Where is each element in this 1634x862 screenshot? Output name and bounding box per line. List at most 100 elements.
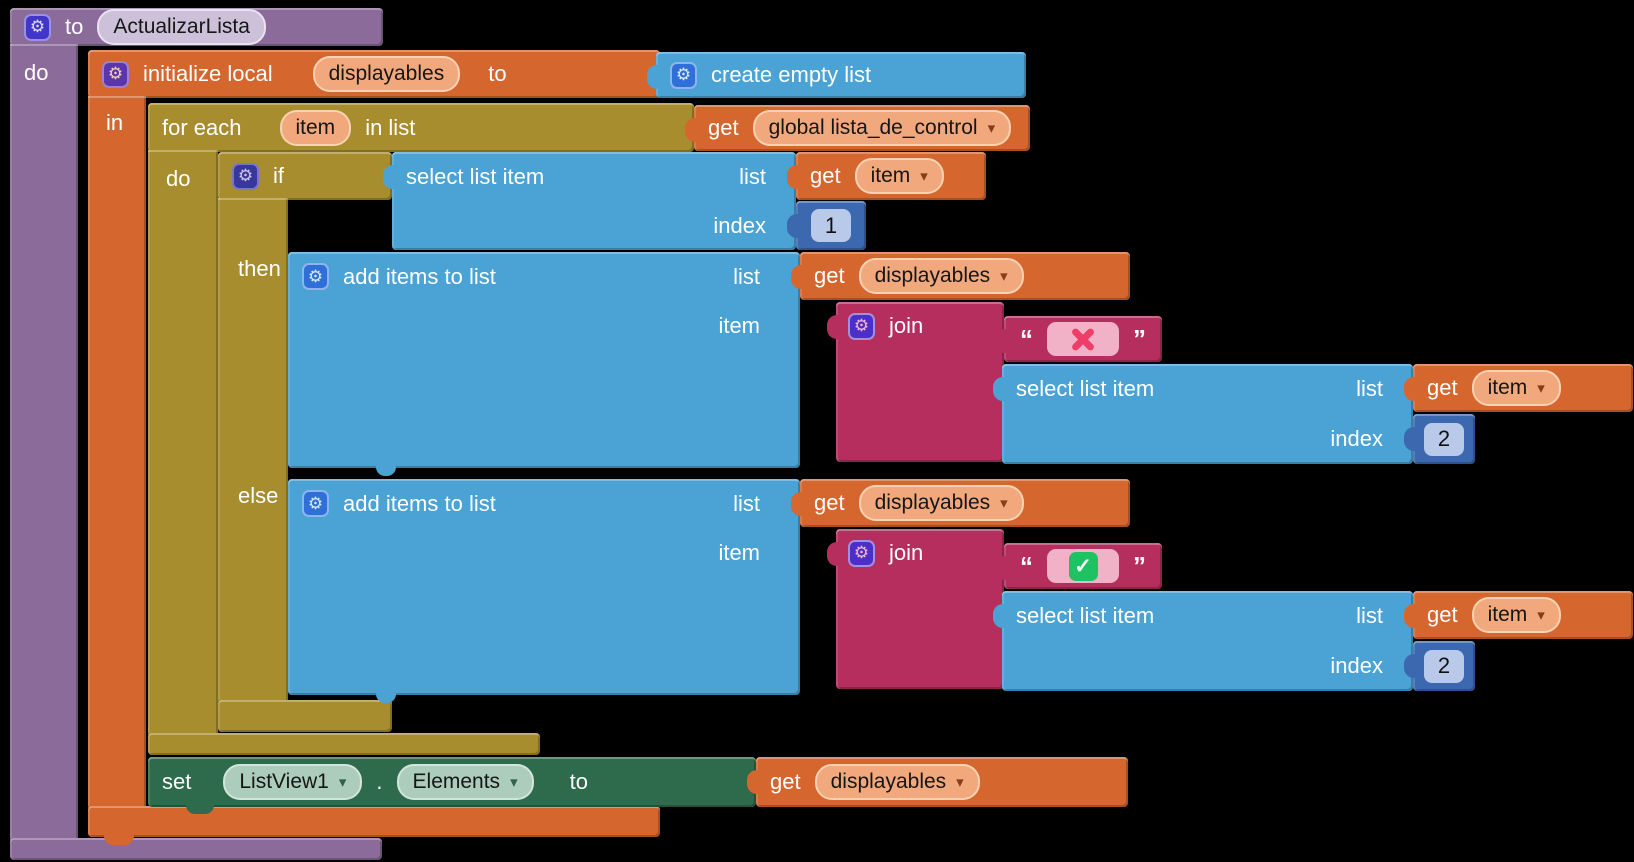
to-keyword: to [65,14,84,39]
component-value: ListView1 [239,770,329,793]
dropdown-arrow-icon: ▾ [510,774,518,791]
add-items-to-list-block[interactable]: ⚙ add items to list list item [288,252,800,468]
variable-dropdown[interactable]: displayables ▾ [814,764,980,800]
property-value: Elements [412,770,501,793]
text-field[interactable] [1047,322,1119,356]
procedure-name-field[interactable]: ActualizarLista [97,9,266,45]
mutator-gear-icon[interactable]: ⚙ [232,162,259,190]
mutator-gear-icon[interactable]: ⚙ [302,263,329,290]
select-list-item-block[interactable]: select list item list index [383,152,796,250]
index-socket-label: index [713,212,766,238]
to-label: to [569,769,588,794]
property-dropdown[interactable]: Elements ▾ [396,764,534,800]
text-field[interactable]: ✓ [1047,549,1119,583]
join-block[interactable]: ⚙ join [827,529,1004,689]
in-list-label: in list [365,114,416,140]
number-field[interactable]: 2 [1424,649,1464,683]
statement-notch [104,835,134,845]
to-label: to [488,61,507,86]
get-displayables-block[interactable]: get displayables ▾ [791,479,1130,527]
select-list-item-block[interactable]: select list item list index [993,364,1413,464]
in-label: in [106,110,124,135]
dropdown-arrow-icon: ▾ [920,168,928,185]
set-property-block[interactable]: set ListView1 ▾ . Elements ▾ to [148,757,756,807]
create-empty-list-block[interactable]: ⚙ create empty list [647,52,1026,98]
global-variable-dropdown[interactable]: global lista_de_control ▾ [752,110,1012,146]
get-item-block[interactable]: get item ▾ [1404,364,1633,412]
mutator-gear-icon[interactable]: ⚙ [102,60,129,88]
variable-value: displayables [874,264,991,287]
local-variable-field[interactable]: displayables [312,56,461,92]
variable-value: item [870,164,911,187]
cross-mark-icon [1068,324,1098,354]
variable-value: displayables [830,770,947,793]
item-socket-label: item [718,312,760,338]
dropdown-arrow-icon: ▾ [1537,380,1545,397]
for-each-body[interactable]: do [148,150,218,735]
mutator-gear-icon[interactable]: ⚙ [848,312,875,340]
open-quote: “ [1020,550,1033,581]
else-label: else [238,483,279,508]
statement-notch [376,693,396,703]
mutator-gear-icon[interactable]: ⚙ [848,539,875,567]
variable-dropdown[interactable]: displayables ▾ [858,258,1024,294]
text-string-block[interactable]: “ ” [995,316,1162,362]
dot-separator: . [376,769,383,794]
get-item-block[interactable]: get item ▾ [1404,591,1633,639]
if-block-body[interactable]: then else [218,198,288,702]
get-label: get [1427,602,1458,627]
set-label: set [162,769,192,794]
select-list-item-block[interactable]: select list item list index [993,591,1413,691]
number-block[interactable]: 2 [1404,641,1475,691]
initialize-local-body[interactable]: in [88,96,146,808]
join-label: join [889,313,924,338]
dropdown-arrow-icon: ▾ [956,774,964,791]
number-block[interactable]: 1 [787,201,866,250]
join-block[interactable]: ⚙ join [827,302,1004,462]
if-block-header[interactable]: ⚙ if [218,152,392,200]
get-label: get [770,769,801,794]
component-dropdown[interactable]: ListView1 ▾ [223,764,363,800]
join-label: join [889,540,924,565]
check-mark-icon: ✓ [1068,551,1098,581]
dropdown-arrow-icon: ▾ [1000,495,1008,512]
get-global-block[interactable]: get global lista_de_control ▾ [685,105,1030,151]
dropdown-arrow-icon: ▾ [987,120,996,137]
number-field[interactable]: 2 [1424,422,1464,456]
loop-variable-field[interactable]: item [279,109,352,146]
select-list-item-label: select list item [1016,603,1155,628]
for-each-bottom [148,733,540,755]
dropdown-arrow-icon: ▾ [1537,607,1545,624]
add-items-to-list-block[interactable]: ⚙ add items to list list item [288,479,800,695]
number-field[interactable]: 1 [811,209,851,242]
index-socket-label: index [1330,653,1383,678]
get-displayables-block[interactable]: get displayables ▾ [747,757,1128,807]
for-each-block-header[interactable]: for each item in list [148,103,694,152]
procedure-block-header[interactable]: ⚙ to ActualizarLista [10,8,383,46]
text-string-block[interactable]: “ ✓ ” [995,543,1162,589]
variable-dropdown[interactable]: item ▾ [1471,370,1561,406]
add-items-label: add items to list [343,490,496,516]
mutator-gear-icon[interactable]: ⚙ [670,61,697,89]
index-socket-label: index [1330,426,1383,451]
procedure-block-body[interactable]: do [10,44,78,840]
list-socket-label: list [733,490,760,516]
mutator-gear-icon[interactable]: ⚙ [302,490,329,517]
statement-notch [186,804,214,814]
number-block[interactable]: 2 [1404,414,1475,464]
item-socket-label: item [718,539,760,565]
list-socket-label: list [1356,376,1383,401]
close-quote: ” [1133,550,1146,581]
variable-dropdown[interactable]: displayables ▾ [858,485,1024,521]
variable-dropdown[interactable]: item ▾ [854,158,944,194]
get-item-block[interactable]: get item ▾ [787,152,986,200]
variable-dropdown[interactable]: item ▾ [1471,597,1561,633]
get-displayables-block[interactable]: get displayables ▾ [791,252,1130,300]
initialize-local-block[interactable]: ⚙ initialize local displayables to [88,50,660,98]
mutator-gear-icon[interactable]: ⚙ [24,13,51,41]
initialize-local-label: initialize local [143,61,273,86]
close-quote: ” [1133,323,1146,354]
create-empty-list-label: create empty list [711,62,872,87]
initialize-local-bottom [88,806,660,837]
